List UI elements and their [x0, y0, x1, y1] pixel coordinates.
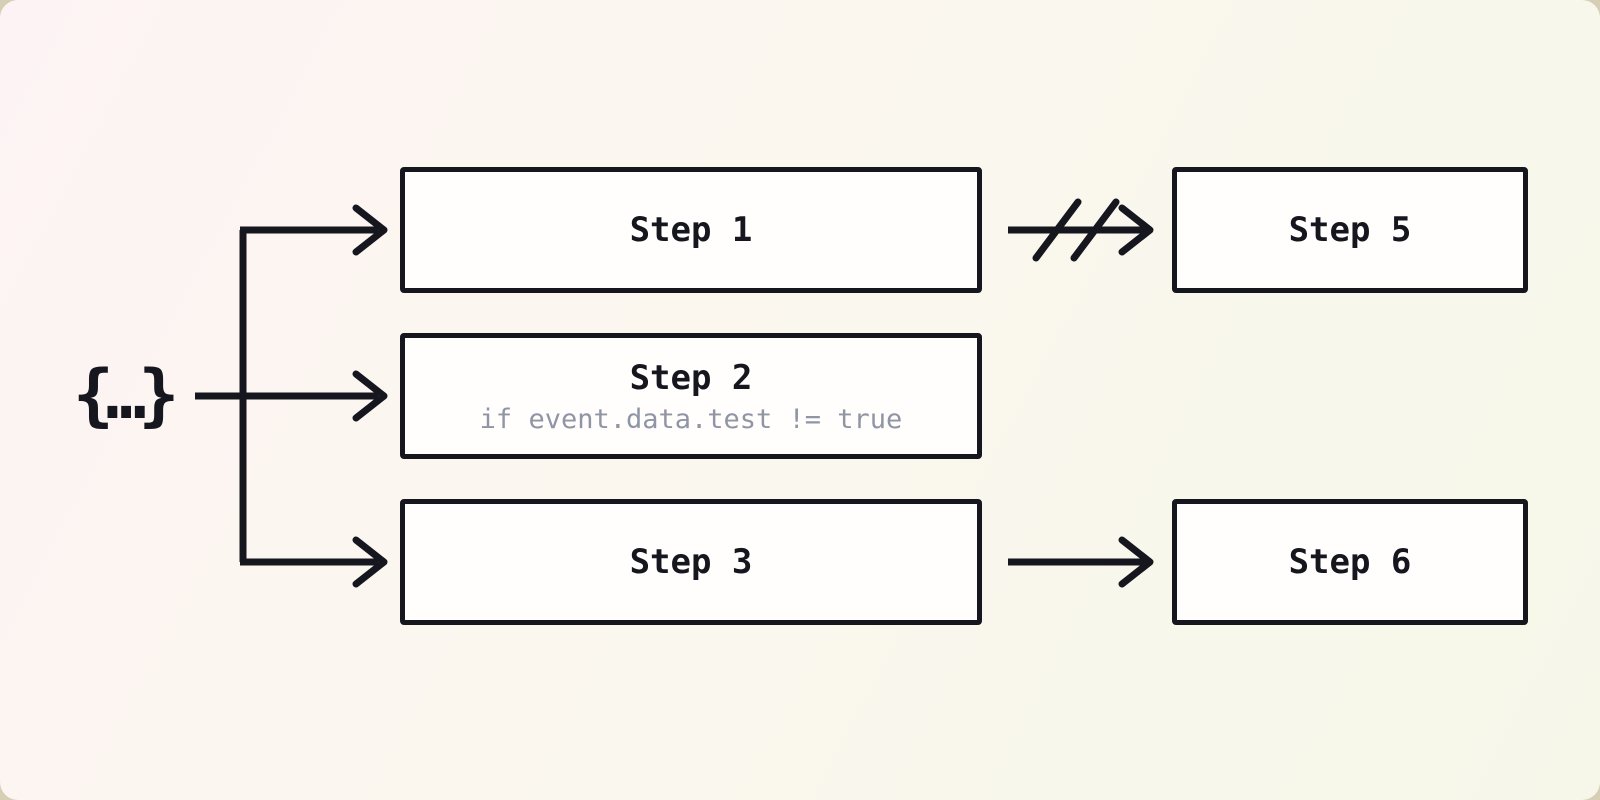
event-payload-symbol: {…}: [52, 336, 192, 456]
edge-trigger-to-step3: [240, 536, 388, 588]
step-2-label: Step 2: [629, 357, 753, 398]
node-step-5: Step 5: [1172, 167, 1528, 293]
step-1-label: Step 1: [629, 210, 753, 250]
event-payload-text: {…}: [72, 356, 180, 435]
edge-step1-to-step5-broken: [1008, 198, 1154, 262]
node-step-2: Step 2 if event.data.test != true: [400, 333, 982, 459]
edge-step3-to-step6: [1008, 536, 1154, 588]
node-step-3: Step 3: [400, 499, 982, 625]
step-6-label: Step 6: [1288, 542, 1412, 582]
edge-trigger-to-step2: [195, 370, 388, 422]
edge-trigger-to-step1: [240, 204, 388, 256]
step-5-label: Step 5: [1288, 210, 1412, 250]
node-step-1: Step 1: [400, 167, 982, 293]
step-3-label: Step 3: [629, 542, 753, 582]
step-2-condition: if event.data.test != true: [479, 403, 903, 435]
node-step-6: Step 6: [1172, 499, 1528, 625]
